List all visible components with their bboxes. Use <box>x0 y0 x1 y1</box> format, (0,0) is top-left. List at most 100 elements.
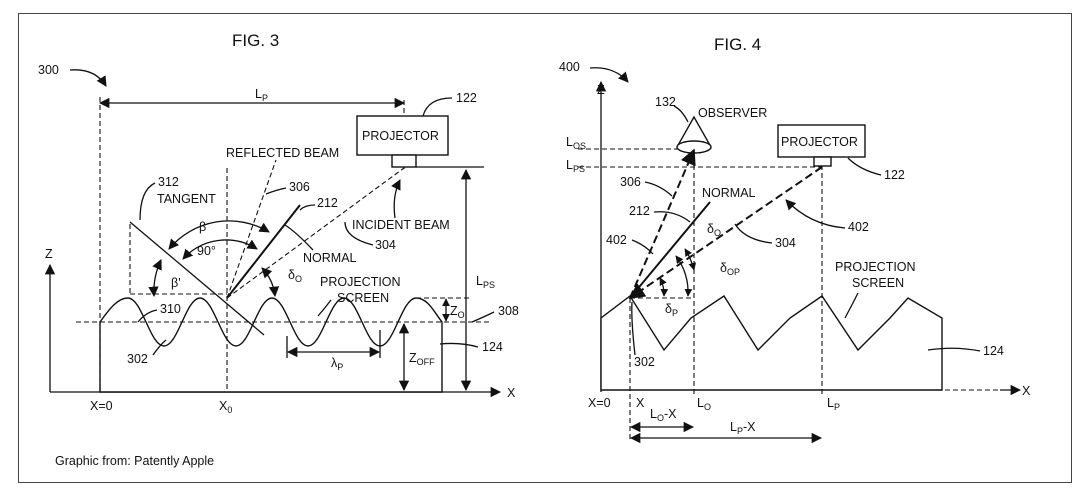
fig4-ref-302-leader <box>631 301 636 356</box>
fig3-projection-label-1: PROJECTION <box>320 275 401 289</box>
fig3-title: FIG. 3 <box>232 31 279 50</box>
fig3-90-label: 90° <box>197 244 216 258</box>
fig3-beta-arc <box>168 220 270 250</box>
fig4-delta-op-label: δOP <box>720 261 740 277</box>
fig3-ref-122: 122 <box>456 91 477 105</box>
fig3-incident-beam <box>226 167 405 299</box>
fig4-projection-screen <box>600 294 943 391</box>
fig3-lps-label: LPS <box>476 274 495 290</box>
fig3-z-axis-label: Z <box>45 247 53 261</box>
fig3-incident-leader <box>391 179 401 219</box>
fig3-ref-310: 310 <box>160 302 181 316</box>
fig4-lp-label: LP <box>827 396 840 412</box>
fig3: FIG. 3 300 Z X LP PROJECTOR 122 <box>38 31 519 415</box>
fig4-ref-302: 302 <box>634 355 655 369</box>
fig4-ref-304: 304 <box>775 236 796 250</box>
fig4-ref-400-leader <box>589 67 629 83</box>
fig3-ref-306-leader <box>265 187 287 195</box>
fig3-ref-308: 308 <box>498 304 519 318</box>
fig3-90-arc <box>182 239 258 260</box>
fig3-projection-leader <box>317 299 332 317</box>
figure-frame <box>18 13 1072 483</box>
fig4-ref-122: 122 <box>884 168 905 182</box>
fig3-ref-124-leader <box>439 342 479 348</box>
fig3-beta-label: β <box>199 220 206 234</box>
fig3-ref-122-leader <box>422 97 453 117</box>
fig4-ref-402a: 402 <box>606 233 627 247</box>
fig3-zo-label: ZO <box>450 304 465 320</box>
fig3-x0-label: X=0 <box>90 399 113 413</box>
fig3-projection-label-2: SCREEN <box>337 291 389 305</box>
fig3-ref-302: 302 <box>127 352 148 366</box>
fig3-beta-prime-arc <box>148 259 162 298</box>
fig3-ref-310-leader <box>137 309 158 323</box>
fig4-lo-label: LO <box>697 396 711 412</box>
fig3-zoff-label: ZOFF <box>409 351 435 367</box>
fig3-incident-beam-label: INCIDENT BEAM <box>352 218 450 232</box>
fig3-lp-label: LP <box>255 87 268 103</box>
fig4-reflected-beam <box>629 148 696 299</box>
fig4-delta-o-label: δO <box>707 222 721 238</box>
fig4: FIG. 4 400 Z X 132 OBSERVER <box>559 35 1031 444</box>
fig4-projection-label-2: SCREEN <box>852 276 904 290</box>
fig4-lp-x-label: LP-X <box>730 420 756 436</box>
fig3-normal-leader <box>284 224 314 251</box>
fig3-tangent-label: TANGENT <box>157 192 216 206</box>
fig3-ref-306: 306 <box>289 180 310 194</box>
fig4-ref-132: 132 <box>655 95 676 109</box>
fig3-x-axis-label: X <box>507 386 516 400</box>
fig3-ref-300-leader <box>69 69 107 87</box>
fig4-ref-306-leader <box>644 181 673 197</box>
fig3-ref-300: 300 <box>38 63 59 77</box>
fig3-projector-box <box>356 115 449 156</box>
fig4-ref-212: 212 <box>629 204 650 218</box>
fig3-ref-304-leader-a <box>344 221 374 246</box>
fig3-ref-124: 124 <box>482 340 503 354</box>
fig4-projector-lens <box>813 156 832 167</box>
fig4-delta-op-arc <box>675 255 693 297</box>
fig4-title: FIG. 4 <box>714 35 761 54</box>
fig3-lambda-label: λP <box>331 356 343 372</box>
fig4-ref-124-leader <box>927 347 981 352</box>
fig4-normal-line <box>629 201 711 299</box>
fig4-ref-124: 124 <box>983 344 1004 358</box>
fig3-tangent-line <box>129 221 265 336</box>
fig4-ref-402a-leader <box>631 239 654 255</box>
fig4-ref-132-leader <box>673 105 689 123</box>
fig4-observer-label: OBSERVER <box>698 106 767 120</box>
fig4-ref-402b: 402 <box>848 220 869 234</box>
fig3-delta-o-arc <box>261 267 280 298</box>
fig3-ref-302-leader <box>152 339 167 356</box>
fig3-normal-label: NORMAL <box>303 251 357 265</box>
fig4-ref-306: 306 <box>620 175 641 189</box>
fig4-incident-beam <box>628 166 823 299</box>
fig4-projection-label-1: PROJECTION <box>835 260 916 274</box>
fig3-projector-lens <box>391 154 417 168</box>
credit-text: Graphic from: Patently Apple <box>55 454 215 468</box>
fig4-x0-label: X=0 <box>588 396 611 410</box>
fig4-ref-304-leader <box>734 223 773 244</box>
fig3-ref-212-leader <box>299 204 316 211</box>
fig3-ref-304: 304 <box>375 238 396 252</box>
fig3-beta-prime-label: β' <box>171 276 181 290</box>
fig4-z-axis-label: Z <box>597 83 605 97</box>
fig3-ref-312: 312 <box>158 175 179 189</box>
fig4-x-label: X <box>636 396 645 410</box>
fig4-delta-p-label: δP <box>665 302 678 318</box>
fig3-projector-label: PROJECTOR <box>362 129 439 143</box>
fig3-delta-o-label: δO <box>288 268 302 284</box>
fig3-ref-312-leader <box>139 182 156 221</box>
fig3-ref-308-leader <box>471 311 495 323</box>
fig4-ref-402b-leader <box>785 199 846 229</box>
fig4-delta-p-arc <box>659 277 669 297</box>
fig4-x-axis-label: X <box>1022 384 1031 398</box>
fig4-delta-o-arc <box>684 248 697 271</box>
fig3-xnaught-label: X0 <box>219 399 232 415</box>
fig4-ref-212-leader <box>653 211 691 223</box>
fig3-ref-212: 212 <box>317 196 338 210</box>
fig4-projection-leader <box>844 292 859 319</box>
fig3-normal-line <box>226 204 301 299</box>
fig4-ref-400: 400 <box>559 60 580 74</box>
